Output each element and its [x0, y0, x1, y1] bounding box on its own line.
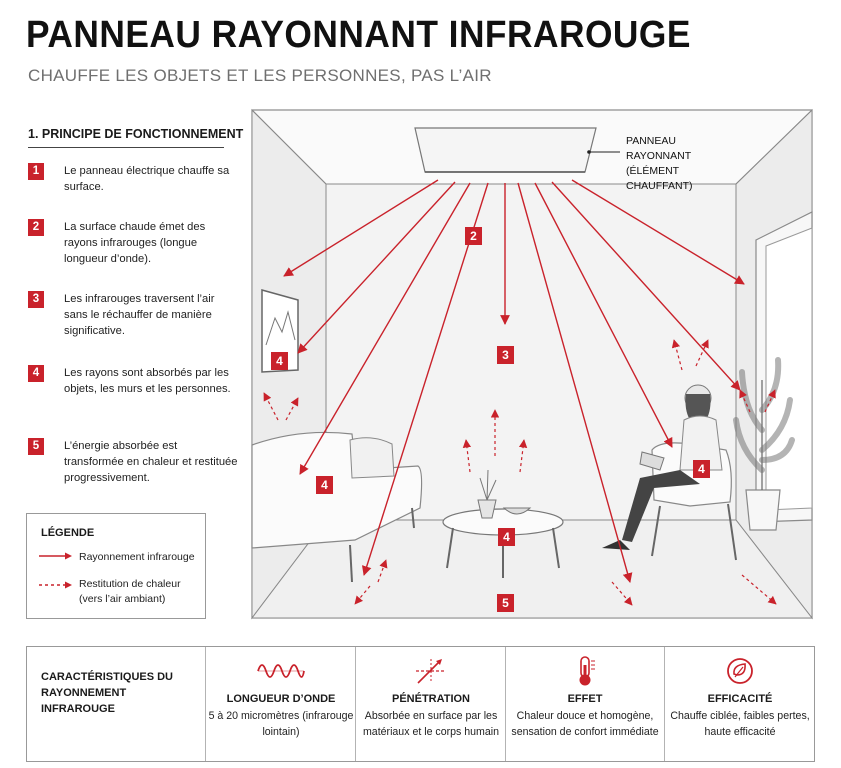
feature-text: Chaleur douce et homogène, sensation de … — [511, 710, 659, 738]
divider — [205, 647, 206, 761]
principle-divider — [28, 147, 224, 148]
step-badge: 4 — [28, 365, 44, 382]
feature-title: PÉNÉTRATION — [391, 693, 471, 705]
window — [755, 211, 813, 523]
divider — [505, 647, 506, 761]
feature-text: 5 à 20 micromètres (infrarouge lointain) — [208, 710, 354, 738]
scene-badge-4-picture: 4 — [271, 352, 288, 370]
scene-badge-4-person: 4 — [693, 460, 710, 478]
scene-badge-4-sofa: 4 — [316, 476, 333, 494]
divider — [664, 647, 665, 761]
feature-title: EFFET — [567, 693, 603, 705]
step-text: Les infrarouges traversent l’air sans le… — [64, 293, 215, 337]
scene-badge-2: 2 — [465, 227, 482, 245]
feature-title: EFFICACITÉ — [707, 693, 773, 705]
feature-title: LONGUEUR D’ONDE — [226, 693, 336, 705]
page-subtitle: CHAUFFE LES OBJETS ET LES PERSONNES, PAS… — [28, 66, 492, 85]
step-text: Le panneau électrique chauffe sa surface… — [64, 165, 230, 193]
feature-penetration: PÉNÉTRATION Absorbée en surface par les … — [356, 647, 506, 761]
ceiling-panel — [414, 127, 597, 173]
solid-arrow-icon — [39, 552, 72, 560]
scene-badge-3: 3 — [497, 346, 514, 364]
step-badge: 5 — [28, 438, 44, 455]
step-text: Les rayons sont absorbés par les objets,… — [64, 367, 231, 395]
legend-title: LÉGENDE — [41, 527, 95, 539]
wall-picture — [261, 289, 299, 373]
room-scene — [250, 108, 814, 620]
feature-efficiency: EFFICACITÉ Chauffe ciblée, faibles perte… — [665, 647, 815, 761]
potted-plant — [733, 357, 795, 531]
legend: LÉGENDE Rayonnement infrarouge Restituti… — [26, 513, 206, 619]
efficiency-icon — [727, 658, 753, 684]
panel-label: PANNEAU RAYONNANT (ÉLÉMENT CHAUFFANT) — [626, 135, 693, 192]
principle-heading: 1. PRINCIPE DE FONCTIONNEMENT — [28, 127, 244, 141]
feature-text: Chauffe ciblée, faibles pertes, haute ef… — [670, 710, 810, 738]
feature-wavelength: LONGUEUR D’ONDE 5 à 20 micromètres (infr… — [206, 647, 356, 761]
legend-item-radiation: Rayonnement infrarouge — [79, 551, 195, 563]
feature-text: Absorbée en surface par les matériaux et… — [362, 710, 500, 738]
step-badge: 2 — [28, 219, 44, 236]
legend-item-heat-release: Restitution de chaleur (vers l’air ambia… — [79, 578, 181, 605]
scene-badge-5: 5 — [497, 594, 514, 612]
scene-badge-4-table: 4 — [498, 528, 515, 546]
step-badge: 3 — [28, 291, 44, 308]
heat-release-arrows — [263, 339, 777, 606]
step-text: L’énergie absorbée est transformée en ch… — [64, 440, 238, 484]
page-title: PANNEAU RAYONNANT INFRAROUGE — [26, 14, 691, 56]
thermometer-icon — [579, 656, 595, 686]
wave-icon — [257, 664, 305, 678]
sofa — [251, 431, 423, 583]
characteristics-title: CARACTÉRISTIQUES DU RAYONNEMENT INFRAROU… — [41, 671, 174, 715]
penetration-icon — [416, 659, 446, 684]
step-text: La surface chaude émet des rayons infrar… — [64, 221, 206, 265]
dashed-arrow-icon — [39, 581, 72, 589]
coffee-table — [442, 469, 564, 578]
step-badge: 1 — [28, 163, 44, 180]
armchair-person — [602, 384, 737, 561]
infrared-rays — [283, 179, 745, 583]
feature-effect: EFFET Chaleur douce et homogène, sensati… — [506, 647, 664, 761]
divider — [355, 647, 356, 761]
characteristics-panel: CARACTÉRISTIQUES DU RAYONNEMENT INFRAROU… — [26, 646, 815, 762]
